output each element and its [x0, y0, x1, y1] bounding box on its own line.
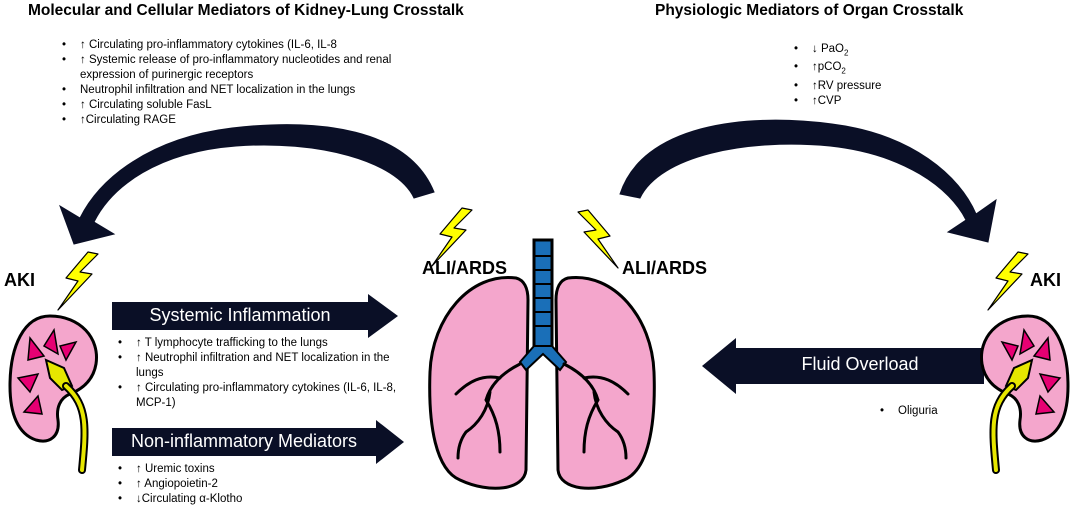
list-item: Neutrophil infiltration and NET localiza… [60, 83, 440, 98]
list-item: ↑ Neutrophil infiltration and NET locali… [116, 351, 420, 381]
list-item: ↑ Angiopoietin-2 [116, 477, 376, 492]
arrow-fluid-overload [702, 338, 984, 394]
fluid-overload-label: Fluid Overload [801, 354, 919, 374]
curved-arrow-right [619, 119, 997, 243]
non-inflammatory-label: Non-inflammatory Mediators [130, 431, 358, 451]
list-item: ↑pCO2 [792, 60, 942, 78]
list-item: ↑Circulating RAGE [60, 113, 440, 128]
lightning-bolt-aki-right [987, 251, 1029, 311]
molecular-mediators-list: ↑ Circulating pro-inflammatory cytokines… [60, 38, 440, 128]
list-item: ↑ Systemic release of pro-inflammatory n… [60, 53, 440, 83]
list-item: ↑ Circulating pro-inflammatory cytokines… [116, 381, 420, 411]
label-aki-left: AKI [4, 270, 35, 290]
list-item: ↓Circulating α-Klotho [116, 492, 376, 507]
label-ali-ards-right: ALI/ARDS [622, 258, 707, 278]
non-inflammatory-list: ↑ Uremic toxins ↑ Angiopoietin-2 ↓Circul… [116, 462, 376, 507]
lungs-icon [428, 238, 656, 490]
lightning-bolt-aki-left [57, 251, 99, 311]
title-physiologic: Physiologic Mediators of Organ Crosstalk [655, 2, 964, 19]
arrow-non-inflammatory [112, 420, 404, 464]
list-item: ↓ PaO2 [792, 42, 942, 60]
list-item: ↑CVP [792, 94, 942, 109]
curved-arrow-left [59, 124, 435, 245]
label-aki-right: AKI [1030, 270, 1061, 290]
physiologic-mediators-list: ↓ PaO2 ↑pCO2 ↑RV pressure ↑CVP [792, 42, 942, 109]
lightning-bolt-ali-right [577, 209, 619, 269]
kidney-left-icon [8, 314, 99, 474]
systemic-inflammation-label: Systemic Inflammation [149, 305, 331, 325]
list-item: Oliguria [878, 404, 998, 419]
title-molecular-cellular: Molecular and Cellular Mediators of Kidn… [28, 2, 464, 19]
label-ali-ards-left: ALI/ARDS [422, 258, 507, 278]
list-item: ↑ Circulating pro-inflammatory cytokines… [60, 38, 440, 53]
list-item: ↑ Circulating soluble FasL [60, 98, 440, 113]
arrow-systemic-inflammation [112, 294, 398, 338]
list-item: ↑ T lymphocyte trafficking to the lungs [116, 336, 420, 351]
list-item: ↑ Uremic toxins [116, 462, 376, 477]
list-item: ↑RV pressure [792, 79, 942, 94]
fluid-overload-list: Oliguria [878, 404, 998, 419]
kidney-right-icon [979, 314, 1070, 474]
systemic-inflammation-list: ↑ T lymphocyte trafficking to the lungs … [116, 336, 420, 411]
